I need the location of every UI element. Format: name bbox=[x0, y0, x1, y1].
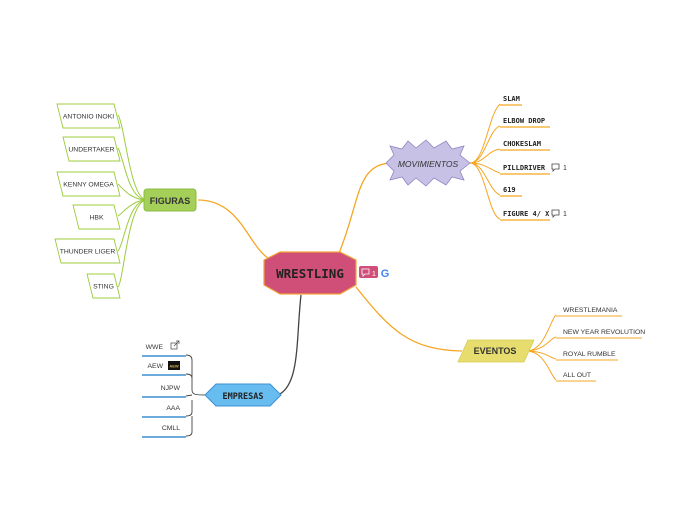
connector-eventos bbox=[355, 286, 463, 352]
movimientos-item-label: FIGURE 4/ X bbox=[503, 210, 550, 218]
aew-logo-icon: AEW bbox=[168, 361, 180, 370]
figuras-item-antonio-inoki[interactable]: ANTONIO INOKI bbox=[56, 103, 121, 129]
comment-count: 1 bbox=[563, 211, 567, 218]
empresas-item-wwe[interactable]: WWE bbox=[142, 340, 186, 357]
figuras-item-undertaker[interactable]: UNDERTAKER bbox=[62, 136, 121, 162]
connector-figuras bbox=[197, 199, 269, 259]
connector-movimientos bbox=[336, 162, 391, 259]
central-topic-label: WRESTLING bbox=[276, 266, 344, 281]
central-comment-count: 1 bbox=[372, 271, 376, 278]
figuras-item-label: HBK bbox=[90, 215, 104, 222]
connector-eventos-items bbox=[525, 314, 557, 381]
movimientos-item-elbow-drop[interactable]: ELBOW DROP bbox=[500, 117, 550, 128]
movimientos-item-619[interactable]: 619 bbox=[500, 186, 522, 197]
eventos-item-label: NEW YEAR REVOLUTION bbox=[563, 329, 645, 336]
empresas-item-label: NJPW bbox=[161, 385, 181, 392]
comment-icon bbox=[361, 268, 370, 277]
connector-movimientos-items bbox=[469, 103, 501, 220]
movimientos-item-chokeslam[interactable]: CHOKESLAM bbox=[500, 140, 550, 151]
eventos-items: WRESTLEMANIA NEW YEAR REVOLUTION ROYAL RUM… bbox=[556, 307, 645, 382]
empresas-item-cmll[interactable]: CMLL bbox=[142, 425, 186, 438]
eventos-item-wrestlemania[interactable]: WRESTLEMANIA bbox=[556, 307, 622, 317]
figuras-item-shape bbox=[56, 171, 121, 197]
comment-icon bbox=[551, 163, 560, 172]
connector-figuras-items bbox=[117, 114, 148, 288]
topic-movimientos[interactable]: MOVIMIENTOS bbox=[385, 139, 471, 187]
comment-icon bbox=[551, 209, 560, 218]
aew-logo-text: AEW bbox=[169, 364, 179, 369]
eventos-item-label: ROYAL RUMBLE bbox=[563, 351, 616, 358]
figuras-item-label: ANTONIO INOKI bbox=[63, 114, 114, 121]
movimientos-item-figure-4-x[interactable]: FIGURE 4/ X 1 bbox=[500, 209, 567, 221]
eventos-item-royal-rumble[interactable]: ROYAL RUMBLE bbox=[556, 351, 618, 361]
connectors bbox=[117, 103, 557, 437]
movimientos-items: SLAM ELBOW DROP CHOKESLAM PILLDRIVER 1 619FIG… bbox=[500, 95, 567, 221]
figuras-item-label: KENNY OMEGA bbox=[63, 182, 114, 189]
empresas-item-aew[interactable]: AEW AEW bbox=[142, 361, 186, 376]
topic-figuras-label: FIGURAS bbox=[150, 196, 191, 206]
topic-eventos[interactable]: EVENTOS bbox=[457, 339, 535, 363]
figuras-item-label: STING bbox=[93, 284, 114, 291]
figuras-item-hbk[interactable]: HBK bbox=[72, 204, 121, 230]
figuras-item-shape bbox=[54, 238, 121, 264]
comment-count: 1 bbox=[563, 165, 567, 172]
topic-movimientos-label: MOVIMIENTOS bbox=[398, 159, 459, 169]
comment-badge[interactable]: 1 bbox=[551, 163, 567, 172]
movimientos-item-label: PILLDRIVER bbox=[503, 164, 546, 172]
movimientos-item-slam[interactable]: SLAM bbox=[500, 95, 522, 106]
figuras-items: ANTONIO INOKI UNDERTAKER KENNY OMEGA HBK THU… bbox=[54, 103, 121, 299]
connector-empresas bbox=[277, 294, 302, 396]
topic-eventos-label: EVENTOS bbox=[474, 346, 517, 356]
comment-badge[interactable]: 1 bbox=[551, 209, 567, 218]
eventos-item-label: WRESTLEMANIA bbox=[563, 307, 618, 314]
movimientos-item-label: 619 bbox=[503, 186, 516, 194]
google-icon[interactable]: G bbox=[381, 268, 390, 280]
figuras-item-shape bbox=[62, 136, 121, 162]
movimientos-item-label: SLAM bbox=[503, 95, 520, 103]
eventos-item-new-year-revolution[interactable]: NEW YEAR REVOLUTION bbox=[556, 329, 645, 339]
topic-figuras[interactable]: FIGURAS bbox=[143, 188, 197, 212]
figuras-item-shape bbox=[72, 204, 121, 230]
movimientos-item-label: CHOKESLAM bbox=[503, 140, 541, 148]
svg-text:G: G bbox=[381, 268, 390, 280]
movimientos-item-label: ELBOW DROP bbox=[503, 117, 545, 125]
figuras-item-label: THUNDER LIGER bbox=[60, 249, 116, 256]
empresas-item-label: CMLL bbox=[162, 425, 180, 432]
empresas-item-label: AEW bbox=[148, 363, 164, 370]
figuras-item-label: UNDERTAKER bbox=[68, 147, 114, 154]
eventos-item-label: ALL OUT bbox=[563, 372, 591, 379]
external-link-icon[interactable] bbox=[170, 340, 180, 350]
figuras-item-sting[interactable]: STING bbox=[86, 273, 121, 299]
empresas-item-njpw[interactable]: NJPW bbox=[142, 385, 186, 398]
figuras-item-shape bbox=[56, 103, 121, 129]
connector-empresas-items bbox=[185, 354, 208, 437]
movimientos-item-pilldriver[interactable]: PILLDRIVER 1 bbox=[500, 163, 567, 175]
central-topic[interactable]: WRESTLING bbox=[263, 251, 357, 295]
empresas-item-aaa[interactable]: AAA bbox=[142, 405, 186, 418]
figuras-item-kenny-omega[interactable]: KENNY OMEGA bbox=[56, 171, 121, 197]
empresas-item-label: AAA bbox=[166, 405, 180, 412]
figuras-item-shape bbox=[86, 273, 121, 299]
central-comment-badge[interactable]: 1 bbox=[359, 266, 378, 278]
empresas-item-label: WWE bbox=[146, 344, 164, 351]
topic-empresas[interactable]: EMPRESAS bbox=[204, 383, 282, 407]
topic-empresas-label: EMPRESAS bbox=[223, 392, 264, 402]
empresas-items: WWE AEW AEW NJPW AAA CMLL bbox=[142, 340, 186, 438]
eventos-item-all-out[interactable]: ALL OUT bbox=[556, 372, 596, 382]
figuras-item-thunder-liger[interactable]: THUNDER LIGER bbox=[54, 238, 121, 264]
